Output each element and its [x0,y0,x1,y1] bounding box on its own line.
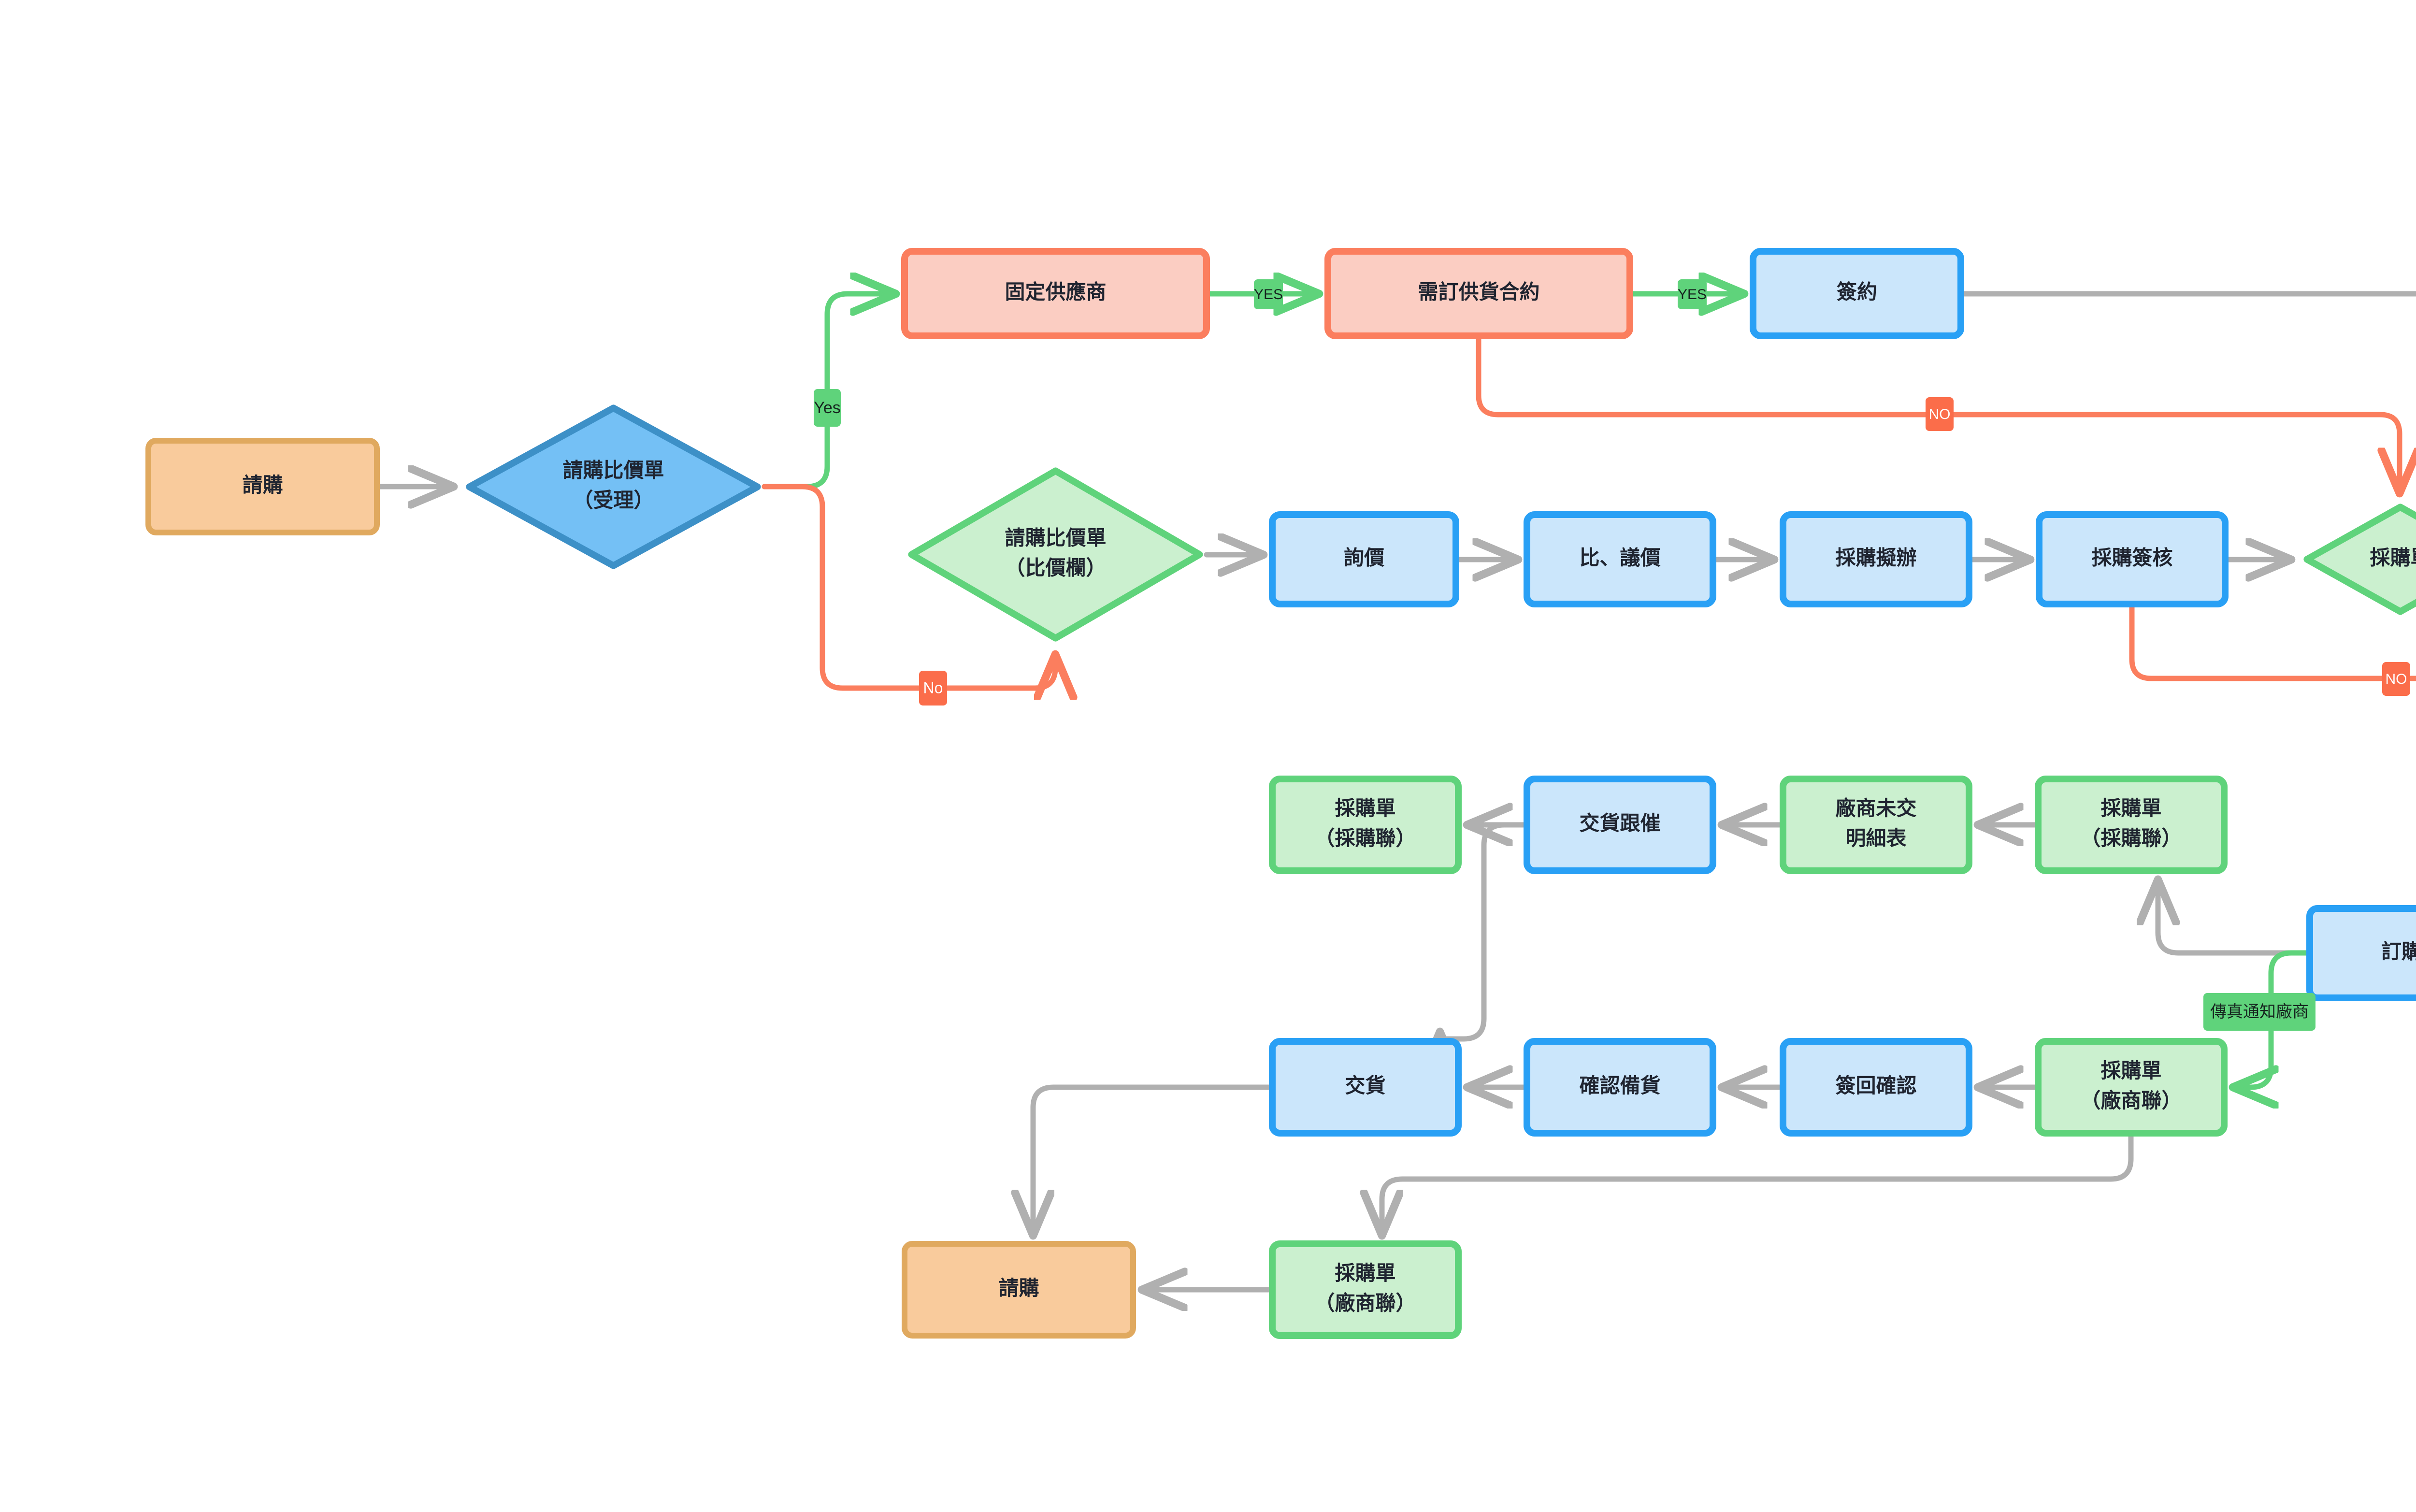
node-quote_compare[interactable]: 請購比價單（比價欄） [908,467,1203,642]
edge-label-text: NO [2386,671,2407,687]
node-shape [1324,248,1633,339]
node-label: 採購單（廠商聯） [2080,1059,2182,1112]
node-label: 請購 [998,1277,1039,1299]
node-purchase_draft[interactable]: 採購擬辦 [1780,511,1972,607]
node-purchase_approve[interactable]: 採購簽核 [2036,511,2229,607]
node-label: 採購單（採購聯） [1314,797,1416,850]
node-order[interactable]: 訂購 [2306,905,2416,1001]
edge-label-yes_top: Yes [814,389,841,427]
node-shape [1750,248,1964,339]
edge-label-text: No [923,679,943,696]
edge-approve-no-authority [2129,601,2416,681]
node-shape [1780,776,1972,874]
edge-follow-to-delivery [1440,822,1507,1039]
node-label: 請購比價單（比價欄） [1005,527,1106,579]
node-shape [2306,905,2416,1001]
node-requisition_start[interactable]: 請購 [145,438,380,535]
edge-label-bg [1678,279,1707,309]
node-label: 確認備貨 [1579,1074,1660,1097]
node-shape [2035,1038,2228,1137]
node-po_vendor_copy_a[interactable]: 採購單（廠商聯） [2035,1038,2228,1137]
edge-label-text: Yes [814,399,840,417]
edge-label-bg [1926,397,1954,431]
node-shape [2035,776,2228,874]
edge-label-bg [2382,662,2410,696]
node-label: 交貨跟催 [1579,812,1660,835]
edge-label-bg [814,389,841,427]
node-sign_back[interactable]: 簽回確認 [1780,1038,1972,1137]
edge-vendor-copy-to-bottom-copy [1382,1130,2134,1235]
node-label: 採購擬辦 [1835,547,1916,569]
node-requisition_end[interactable]: 請購 [902,1241,1136,1339]
node-shape [1524,1038,1716,1137]
node-shape [1269,1240,1462,1339]
node-label: 交貨 [1345,1074,1385,1097]
node-inquiry[interactable]: 詢價 [1269,511,1459,607]
node-po_decision[interactable]: 採購單 [2303,504,2416,615]
edge-sign-to-authority [1958,291,2416,297]
edge-label-fax_vendor: 傳真通知廠商 [2203,993,2315,1031]
node-shape [1780,511,1972,607]
node-label: 請購 [242,474,283,496]
edge-label-bg [1254,279,1283,309]
node-label: 廠商未交明細表 [1835,797,1916,850]
node-delivery[interactable]: 交貨 [1269,1038,1462,1137]
node-shape [2036,511,2229,607]
node-quote_accept[interactable]: 請購比價單（受理） [466,404,761,569]
node-undelivered_list[interactable]: 廠商未交明細表 [1780,776,1972,874]
node-delivery_follow[interactable]: 交貨跟催 [1524,776,1716,874]
node-shape [902,1241,1136,1339]
node-shape [466,404,761,569]
edge-delivery-to-requisition-end [1033,1084,1275,1235]
node-label: 採購單（採購聯） [2080,797,2182,850]
edge-label-yes_sign: YES [1678,279,1707,309]
node-shape [1269,511,1459,607]
node-sign_contract[interactable]: 簽約 [1750,248,1964,339]
node-po_purchase_copy_b[interactable]: 採購單（採購聯） [1269,776,1462,874]
edge-label-text: YES [1254,287,1283,302]
node-label: 訂購 [2381,940,2416,963]
node-label: 需訂供貨合約 [1418,281,1539,303]
node-shape [145,438,380,535]
node-shape [1780,1038,1972,1137]
edge-label-text: 傳真通知廠商 [2210,1003,2309,1021]
node-fixed_supplier[interactable]: 固定供應商 [901,248,1210,339]
node-label: 採購簽核 [2091,547,2172,569]
node-shape [908,467,1203,642]
node-label: 採購單 [2370,547,2416,569]
node-need_contract[interactable]: 需訂供貨合約 [1324,248,1633,339]
edge-order-to-po-purchase-copy [2158,880,2313,956]
edge-label-no_contract: NO [1926,397,1954,431]
node-compare_negotiate[interactable]: 比、議價 [1524,511,1716,607]
edge-label-no_left: No [919,671,947,706]
node-label: 簽回確認 [1835,1074,1916,1097]
edge-label-bg [919,671,947,706]
node-label: 簽約 [1837,281,1877,303]
node-label: 詢價 [1344,547,1384,569]
node-shape [901,248,1210,339]
node-label: 請購比價單（受理） [562,459,664,512]
node-shape [1524,511,1716,607]
node-shape [1269,1038,1462,1137]
edge-label-layer: YesYESYESNoNONOYES傳真通知廠商 [814,279,2410,1031]
edge-label-text: YES [1678,287,1707,302]
edge-label-yes_contract: YES [1254,279,1283,309]
node-label: 採購單（廠商聯） [1314,1262,1416,1314]
edge-label-text: NO [1929,406,1951,422]
node-shape [1269,776,1462,874]
node-label: 比、議價 [1579,547,1660,569]
node-po_vendor_copy_b[interactable]: 採購單（廠商聯） [1269,1240,1462,1339]
edge-accept-no-compare [762,484,1055,688]
node-confirm_stock[interactable]: 確認備貨 [1524,1038,1716,1137]
edge-label-no_approve: NO [2382,662,2410,696]
edge-label-bg [2203,993,2315,1031]
node-shape [2303,504,2416,615]
node-label: 固定供應商 [1005,281,1106,303]
node-shape [1524,776,1716,874]
node-po_purchase_copy_a[interactable]: 採購單（採購聯） [2035,776,2228,874]
